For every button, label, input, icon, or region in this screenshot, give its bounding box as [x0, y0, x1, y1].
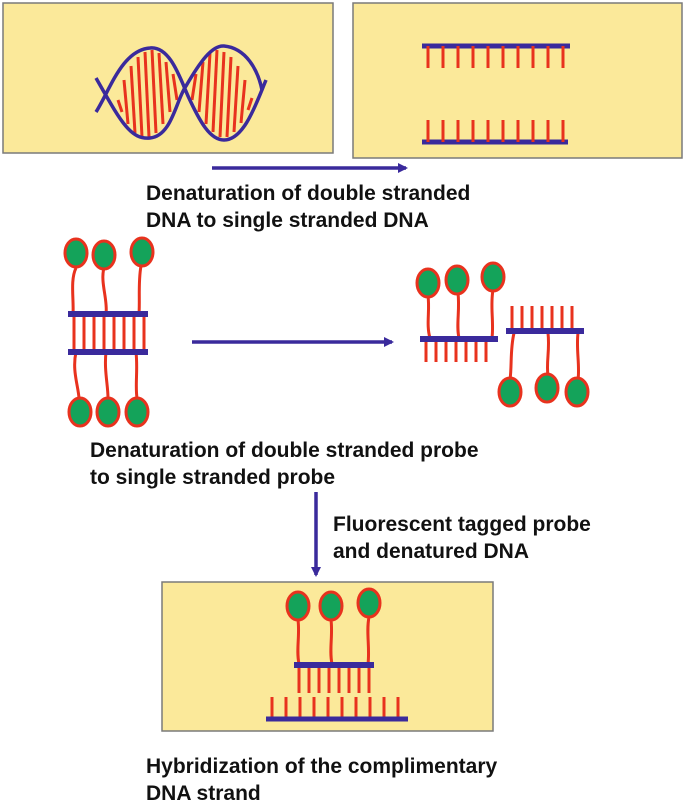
target-dna-strand [266, 697, 408, 722]
dna-helix [94, 44, 268, 142]
double-stranded-probe [63, 236, 155, 428]
fluorescent-tag [444, 264, 470, 296]
probe-bases [297, 666, 371, 693]
single-strand-bottom [422, 120, 568, 145]
strand-bases [426, 120, 565, 142]
double-stranded-dna-panel [2, 2, 334, 154]
hybridized-probe [285, 587, 382, 693]
probe-base-pairs [72, 316, 146, 350]
strand-bases [270, 697, 400, 719]
fluorescent-tag [318, 590, 344, 622]
denature-dna-caption: Denaturation of double stranded DNA to s… [146, 180, 470, 234]
single-stranded-probes [415, 261, 590, 408]
fluorescent-tag [95, 396, 121, 428]
fluorescent-tags [63, 236, 155, 428]
probe-bases [424, 340, 488, 362]
single-probe-lower [497, 306, 590, 408]
fluorescent-tag [356, 587, 382, 619]
fluorescent-tag [124, 396, 150, 428]
caption-line: to single stranded probe [90, 466, 336, 489]
fluorescent-tag [63, 237, 89, 269]
caption-line: Denaturation of double stranded probe [90, 439, 479, 462]
fluorescent-tag [129, 236, 155, 268]
denature-probe-caption: Denaturation of double stranded probe to… [90, 437, 479, 491]
caption-line: Hybridization of the complimentary [146, 755, 498, 778]
fluorescent-tag [564, 376, 590, 408]
fluorescent-tag [497, 376, 523, 408]
fluorescent-tag [534, 372, 560, 404]
hybridization-panel [161, 581, 494, 732]
probe-connectors [71, 265, 143, 399]
probe-connectors [296, 616, 371, 665]
fluorescent-tag [91, 239, 117, 271]
helix-base-pairs [116, 49, 254, 138]
hybridize-caption: Hybridization of the complimentary DNA s… [146, 753, 497, 807]
probe-bases [510, 306, 574, 331]
fluorescent-tag [285, 590, 311, 622]
caption-line: DNA strand [146, 782, 261, 805]
combine-caption: Fluorescent tagged probe and denatured D… [333, 511, 591, 565]
caption-line: DNA to single stranded DNA [146, 209, 429, 232]
probe-connectors [426, 289, 495, 339]
caption-line: Fluorescent tagged probe [333, 513, 591, 536]
single-probe-upper [415, 261, 506, 362]
strand-bases [426, 46, 565, 68]
single-strand-top [422, 43, 570, 68]
fluorescent-tag [415, 267, 441, 299]
helix-strand-b [94, 46, 268, 142]
fluorescent-tag [67, 396, 93, 428]
caption-line: and denatured DNA [333, 540, 530, 563]
helix-strand-a [94, 44, 264, 140]
fluorescent-tag [480, 261, 506, 293]
single-stranded-dna-panel [352, 2, 683, 159]
caption-line: Denaturation of double stranded [146, 182, 471, 205]
